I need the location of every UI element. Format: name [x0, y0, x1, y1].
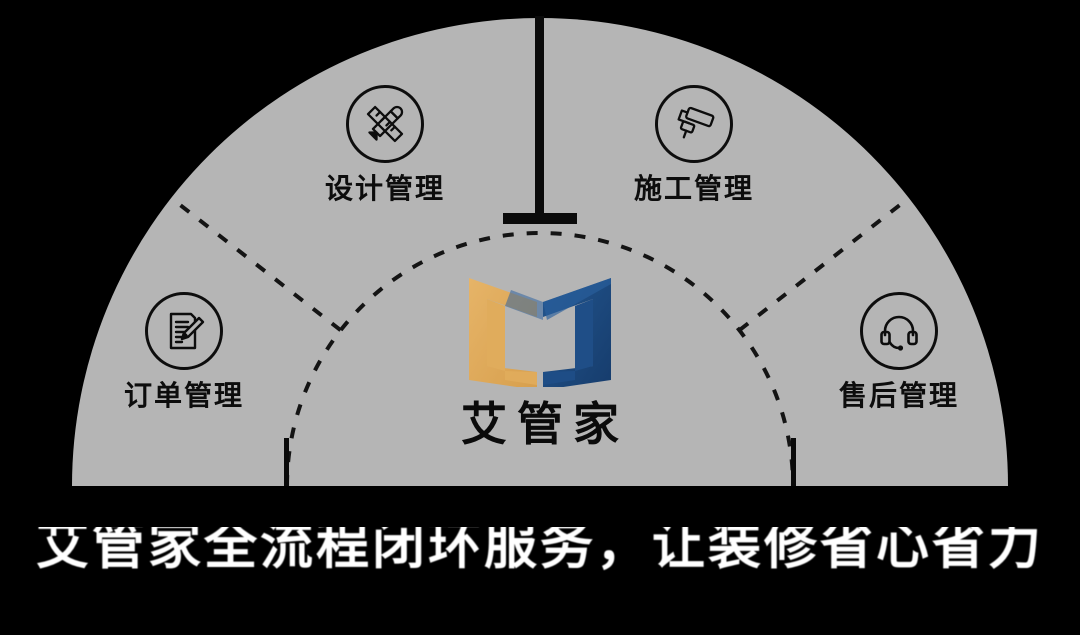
- tagline-container: 艾管家全流程闭环服务，让装修省心省力: [0, 527, 1080, 571]
- sector-item-construction-management[interactable]: 施工管理: [579, 85, 809, 203]
- brand-name: 艾管家: [461, 397, 629, 451]
- sector-item-order-management[interactable]: 订单管理: [69, 292, 299, 410]
- sector-item-after-sales-management[interactable]: 售后管理: [784, 292, 1014, 410]
- ai-guanjia-logo-mark: [469, 278, 611, 387]
- semicircle-body: [72, 18, 1008, 486]
- divider-top-vertical: [535, 16, 544, 221]
- paint-roller-icon: [655, 85, 733, 163]
- center-brand[interactable]: 艾管家: [330, 272, 750, 447]
- tagline-text: 艾管家全流程闭环服务，让装修省心省力: [36, 527, 1044, 571]
- baseline-tick-left: [284, 438, 289, 486]
- baseline-tick-right: [791, 438, 796, 486]
- inner-arc-dashed: [285, 231, 795, 487]
- sector-label-construction-management: 施工管理: [633, 172, 754, 205]
- headset-icon: [860, 292, 938, 370]
- sector-item-design-management[interactable]: 设计管理: [270, 85, 500, 203]
- outer-semicircle-fill: [72, 18, 1008, 486]
- pencil-ruler-icon: [346, 85, 424, 163]
- sector-label-after-sales-management: 售后管理: [838, 379, 959, 412]
- document-pencil-icon: [145, 292, 223, 370]
- divider-top-foot: [503, 213, 577, 224]
- sector-label-order-management: 订单管理: [123, 379, 244, 412]
- sector-label-design-management: 设计管理: [324, 172, 445, 205]
